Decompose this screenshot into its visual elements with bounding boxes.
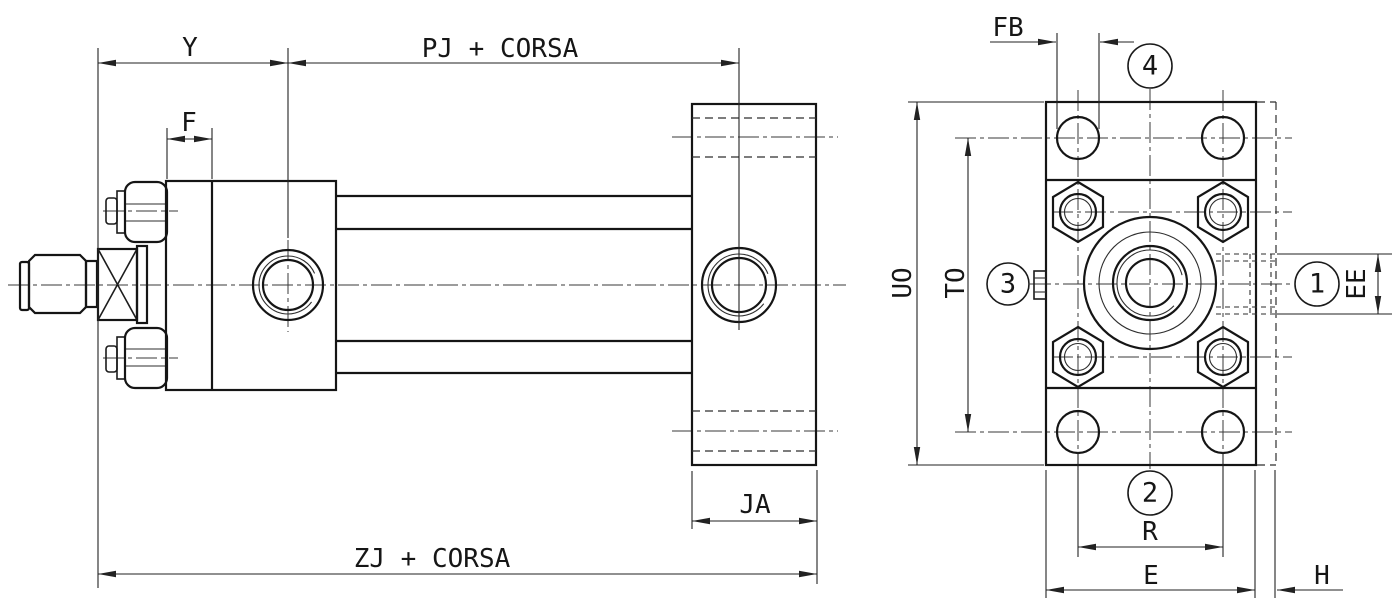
balloon-1-number: 1: [1309, 269, 1325, 300]
hex-nut-bottom-right: [1196, 325, 1250, 389]
dim-ee: EE: [1277, 253, 1392, 315]
balloon-4: 4: [1127, 43, 1173, 89]
rod-neck: [84, 259, 99, 309]
balloon-3: 3: [986, 262, 1030, 306]
piston-rod-end: [18, 244, 149, 325]
dim-label-to: TO: [941, 267, 971, 298]
dim-label-e: E: [1143, 561, 1159, 591]
tie-rod-stud-bottom: [105, 345, 118, 373]
tie-rod-nuts-end-view: [1051, 180, 1250, 389]
dim-label-pj-corsa: PJ + CORSA: [422, 34, 579, 64]
front-port-outer: [251, 248, 325, 322]
dim-r: R: [1077, 452, 1224, 557]
dim-label-h: H: [1314, 561, 1330, 591]
dim-pj-corsa: PJ + CORSA: [288, 34, 740, 330]
balloon-1: 1: [1294, 261, 1340, 307]
boss-outer-circle: [1082, 215, 1218, 351]
rod-end-cap: [18, 260, 31, 312]
balloon-3-number: 3: [1000, 269, 1016, 300]
tie-rod-nut-top: [105, 180, 169, 244]
mounting-hole-top-left: [1055, 115, 1101, 161]
dim-label-ee: EE: [1342, 268, 1372, 299]
front-head: [164, 179, 338, 392]
rod-collar: [135, 244, 149, 325]
rod-bore-thread: [1116, 249, 1184, 317]
side-view: Y PJ + CORSA F JA ZJ + CORSA: [8, 33, 846, 588]
dim-label-zj-corsa: ZJ + CORSA: [354, 544, 511, 574]
hex-nut-top-left: [1051, 180, 1105, 244]
dim-label-fb: FB: [992, 13, 1023, 43]
end-view: FB UO TO EE R: [888, 13, 1392, 598]
tie-rod-nut-top-body: [123, 180, 169, 244]
hex-nut-bottom-left: [1051, 325, 1105, 389]
front-port-inner: [261, 258, 315, 312]
dim-label-y: Y: [182, 33, 198, 63]
rod-bore-inner: [1124, 257, 1176, 309]
rod-bore-counterbore: [1111, 244, 1189, 322]
dim-e: E: [1045, 470, 1256, 598]
dim-label-ja: JA: [739, 490, 771, 520]
tie-rod-washer-top: [116, 190, 126, 234]
dim-f: F: [166, 108, 213, 179]
center-boss: [1082, 215, 1218, 351]
boss-pilot-circle: [1098, 231, 1202, 335]
dim-fb: FB: [990, 13, 1134, 129]
wrench-flat-diagonal-2: [97, 248, 138, 321]
hidden-ee-port: [1216, 253, 1277, 315]
balloon-4-number: 4: [1142, 51, 1158, 82]
rod-wrench-flats: [96, 247, 139, 322]
hidden-depth-outline: [1257, 101, 1277, 466]
hex-nut-top-right: [1196, 180, 1250, 244]
front-port-thread: [258, 255, 318, 315]
dim-ja: JA: [691, 470, 818, 584]
mounting-hole-top-right: [1200, 115, 1246, 161]
dim-y: Y: [97, 33, 289, 588]
cylinder-barrel: [336, 194, 692, 375]
dim-zj-corsa: ZJ + CORSA: [98, 544, 817, 578]
dim-label-f: F: [181, 108, 197, 138]
dim-label-r: R: [1142, 517, 1158, 547]
balloon-2: 2: [1127, 470, 1173, 516]
dim-label-uo: UO: [888, 267, 918, 298]
dim-uo: UO: [888, 101, 1044, 466]
dim-h: H: [1274, 470, 1343, 598]
rod-thread: [27, 253, 88, 315]
side-plug: [1033, 270, 1047, 300]
balloon-2-number: 2: [1142, 478, 1158, 509]
dim-to: TO: [941, 138, 972, 432]
